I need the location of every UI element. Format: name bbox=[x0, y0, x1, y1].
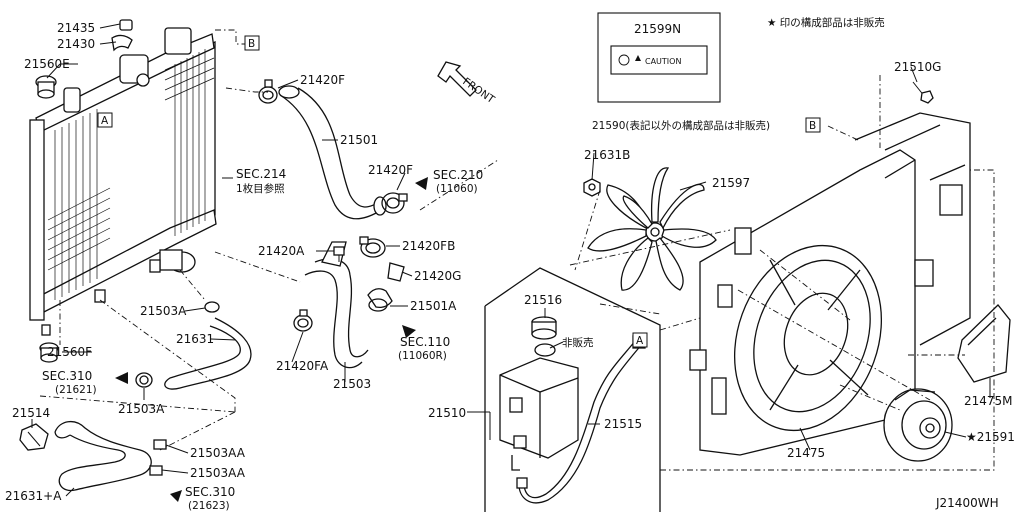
label-21503A-bot: 21503A bbox=[118, 402, 165, 416]
ref-box-B-right bbox=[805, 117, 821, 133]
nut-21631B bbox=[583, 178, 601, 197]
label-21420FB: 21420FB bbox=[402, 239, 455, 253]
label-21560E: 21560E bbox=[24, 57, 70, 71]
label-21420F-top: 21420F bbox=[300, 73, 345, 87]
label-21501A: 21501A bbox=[410, 299, 457, 313]
ref-label-A-reservoir: A bbox=[636, 335, 644, 347]
label-21503AA-1: 21503AA bbox=[190, 446, 246, 460]
label-21516: 21516 bbox=[524, 293, 562, 307]
upper-hose-21501 bbox=[278, 85, 387, 220]
label-21420F-mid: 21420F bbox=[368, 163, 413, 177]
clamp-21503A-lower bbox=[135, 372, 153, 388]
fan-21597 bbox=[587, 167, 717, 291]
mount-21560E bbox=[35, 75, 57, 99]
clip-21503AA-2 bbox=[149, 465, 163, 476]
label-sec310a-sub: (21621) bbox=[55, 384, 97, 396]
shroud-frame-21590 bbox=[854, 112, 971, 346]
reservoir-box bbox=[484, 267, 661, 512]
hose-21501A bbox=[367, 288, 393, 312]
label-sec214: SEC.214 bbox=[236, 167, 286, 181]
cap-21516 bbox=[531, 316, 557, 357]
label-sec214-sub: 1枚目参照 bbox=[236, 182, 285, 195]
label-21631: 21631 bbox=[176, 332, 214, 346]
label-21475: 21475 bbox=[787, 446, 825, 460]
clip-21503AA-1 bbox=[153, 439, 167, 450]
bracket-21420G bbox=[387, 262, 405, 282]
hose-21430 bbox=[111, 34, 133, 52]
label-21591: ★21591 bbox=[966, 430, 1015, 444]
radiator bbox=[29, 27, 217, 336]
diagram-code: J21400WH bbox=[935, 496, 999, 510]
label-sec110-sub: (11060R) bbox=[398, 350, 447, 362]
label-sec310b: SEC.310 bbox=[185, 485, 235, 499]
label-21590: 21590(表記以外の構成部品は非販売) bbox=[592, 119, 770, 132]
label-sec310a: SEC.310 bbox=[42, 369, 92, 383]
guard-21475M bbox=[957, 304, 1011, 383]
ref-box-A-reservoir bbox=[632, 332, 648, 348]
label-21560F: 21560F bbox=[47, 345, 92, 359]
fitting-21514 bbox=[19, 423, 49, 451]
label-21510G: 21510G bbox=[894, 60, 941, 74]
label-sec210-sub: (11060) bbox=[436, 183, 478, 195]
label-21420G: 21420G bbox=[414, 269, 461, 283]
ref-label-B-top: B bbox=[248, 38, 255, 50]
label-21599N-box bbox=[597, 12, 721, 103]
label-sec310b-sub: (21623) bbox=[188, 500, 230, 512]
motor-21591 bbox=[883, 388, 953, 462]
label-21420A: 21420A bbox=[258, 244, 305, 258]
lower-hose-21503 bbox=[304, 241, 369, 369]
bolt-21510G bbox=[912, 81, 934, 104]
ref-label-B-right: B bbox=[809, 120, 816, 132]
label-21597: 21597 bbox=[712, 176, 750, 190]
radiator-core-fins bbox=[47, 47, 215, 300]
label-21631A: 21631+A bbox=[5, 489, 62, 503]
clamp-21420FA bbox=[293, 309, 313, 332]
callout-lines bbox=[31, 23, 991, 497]
mount-21560F bbox=[39, 342, 59, 363]
hose-21631 bbox=[164, 301, 252, 390]
ref-box-A-radiator bbox=[97, 112, 113, 128]
ref-box-B-top bbox=[244, 35, 260, 51]
label-21515: 21515 bbox=[604, 417, 642, 431]
clip-21435 bbox=[119, 19, 133, 31]
label-21510: 21510 bbox=[428, 406, 466, 420]
label-21503: 21503 bbox=[333, 377, 371, 391]
label-21501: 21501 bbox=[340, 133, 378, 147]
note-not-sold: ★ 印の構成部品は非販売 bbox=[767, 16, 885, 29]
clamp-21420F-top bbox=[258, 79, 278, 104]
label-21430: 21430 bbox=[57, 37, 95, 51]
front-arrow-icon bbox=[437, 61, 477, 97]
label-not-sold: 非販売 bbox=[562, 336, 594, 349]
label-21599N: 21599N bbox=[634, 22, 681, 36]
clamp-21420F-mid bbox=[381, 192, 408, 214]
label-sec110: SEC.110 bbox=[400, 335, 450, 349]
label-21435: 21435 bbox=[57, 21, 95, 35]
label-sec210: SEC.210 bbox=[433, 168, 483, 182]
hose-21631A bbox=[54, 421, 152, 492]
label-caution: CAUTION bbox=[645, 57, 681, 66]
leader-lines bbox=[39, 29, 995, 471]
label-21475M: 21475M bbox=[964, 394, 1013, 408]
label-21514: 21514 bbox=[12, 406, 50, 420]
ref-label-A-radiator: A bbox=[101, 115, 109, 127]
clamp-21420FB bbox=[359, 236, 386, 258]
sec-arrows bbox=[115, 177, 428, 502]
reservoir-tank-21510 bbox=[499, 357, 579, 471]
shroud-21475 bbox=[689, 149, 916, 456]
label-21420FA: 21420FA bbox=[276, 359, 329, 373]
label-21631B: 21631B bbox=[584, 148, 630, 162]
label-21503A-top: 21503A bbox=[140, 304, 187, 318]
label-21503AA-2: 21503AA bbox=[190, 466, 246, 480]
